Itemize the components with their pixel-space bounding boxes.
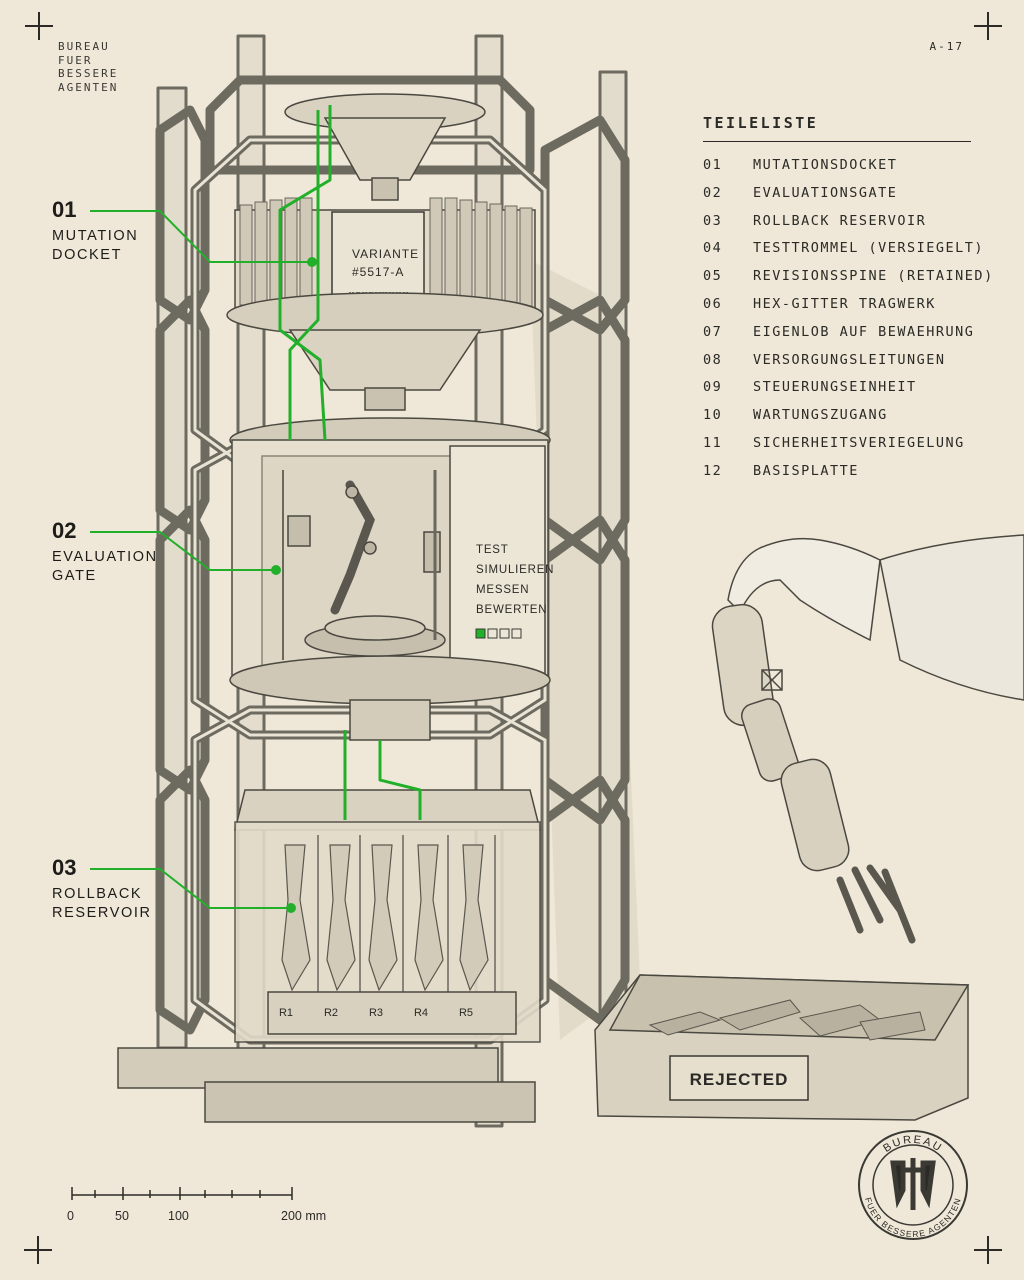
reservoir-slot-r5: R5 [459, 1007, 473, 1019]
list-item: 01 MUTATIONSDOCKET [703, 157, 994, 185]
gate-step-test: TEST [476, 544, 509, 556]
callout-number: 03 [52, 855, 77, 880]
list-item: 08 VERSORGUNGSLEITUNGEN [703, 352, 994, 380]
scale-tick-label: 100 [168, 1209, 189, 1223]
docket-label-line1: VARIANTE [352, 247, 419, 261]
callout-label: ROLLBACK [52, 886, 143, 902]
list-item: 07 EIGENLOB AUF BEWAEHRUNG [703, 324, 994, 352]
parts-list-title: TEILELISTE [703, 114, 819, 132]
crop-mark-top-left [25, 12, 53, 40]
list-item: 04 TESTTROMMEL (VERSIEGELT) [703, 240, 994, 268]
callout-dot-03 [286, 903, 296, 913]
part-number: 07 [703, 323, 723, 340]
list-item: 10 WARTUNGSZUGANG [703, 407, 994, 435]
part-number: 02 [703, 184, 723, 201]
scale-tick-label: 0 [67, 1209, 74, 1223]
callout-leaders [90, 210, 312, 909]
callout-02: 02 EVALUATION GATE [52, 518, 158, 586]
callout-number: 01 [52, 197, 77, 222]
part-number: 11 [703, 434, 723, 451]
reject-bin [594, 974, 970, 1121]
reservoir-slot-r3: R3 [369, 1007, 383, 1019]
part-number: 08 [703, 351, 723, 368]
part-label: EIGENLOB AUF BEWAEHRUNG [753, 323, 975, 340]
org-line: BUREAU [58, 40, 110, 53]
part-number: 12 [703, 462, 723, 479]
docket-label-line2: #5517-A [352, 265, 404, 279]
part-number: 01 [703, 157, 723, 173]
gate-progress-indicator [475, 628, 522, 639]
list-item: 11 SICHERHEITSVERIEGELUNG [703, 435, 994, 463]
progress-box-filled [475, 628, 486, 639]
callout-03: 03 ROLLBACK RESERVOIR [52, 855, 152, 923]
part-label: SICHERHEITSVERIEGELUNG [753, 434, 965, 451]
parts-list-divider [703, 141, 971, 142]
parts-list: 01 MUTATIONSDOCKET 02 EVALUATIONSGATE 03 RO… [703, 157, 994, 491]
progress-box-empty [499, 628, 510, 639]
gate-step-simulate: SIMULIEREN [476, 564, 554, 576]
part-label: STEUERUNGSEINHEIT [753, 379, 917, 396]
gate-step-evaluate: BEWERTEN [476, 604, 547, 616]
rollback-reservoir-module [117, 699, 541, 1123]
robotic-arm-illustration [711, 534, 1024, 944]
org-line: FUER [58, 53, 93, 67]
callout-label: MUTATION [52, 228, 139, 244]
seal-top-text: BUREAU [881, 1134, 945, 1155]
callout-dot-01 [307, 257, 317, 267]
callout-number: 02 [52, 518, 77, 543]
evaluation-gate-module [229, 417, 551, 705]
list-item: 06 HEX-GITTER TRAGWERK [703, 296, 994, 324]
part-number: 04 [703, 240, 723, 257]
reservoir-slot-r4: R4 [414, 1007, 428, 1019]
reservoir-slot-r2: R2 [324, 1007, 338, 1019]
callout-label: DOCKET [52, 247, 123, 263]
supply-lines [278, 105, 422, 820]
progress-box-empty [487, 628, 498, 639]
list-item: 03 ROLLBACK RESERVOIR [703, 213, 994, 241]
part-number: 05 [703, 268, 723, 285]
list-item: 12 BASISPLATTE [703, 463, 994, 491]
callout-label: GATE [52, 568, 97, 584]
crop-mark-bottom-right [974, 1236, 1002, 1264]
part-label: EVALUATIONSGATE [753, 184, 898, 201]
part-label: TESTTROMMEL (VERSIEGELT) [753, 240, 985, 257]
part-number: 06 [703, 295, 723, 312]
part-label: BASISPLATTE [753, 462, 859, 479]
org-line: BESSERE [58, 67, 119, 80]
callout-label: EVALUATION [52, 549, 158, 565]
reject-bin-label: REJECTED [690, 1070, 789, 1089]
sheet-number: A-17 [929, 40, 964, 53]
part-label: REVISIONSSPINE (RETAINED) [753, 268, 994, 285]
part-label: WARTUNGSZUGANG [753, 407, 888, 424]
callout-01: 01 MUTATION DOCKET [52, 197, 138, 265]
scale-bar [71, 1187, 293, 1200]
callout-label: RESERVOIR [52, 905, 152, 921]
progress-box-empty [511, 628, 522, 639]
crop-mark-bottom-left [24, 1236, 52, 1264]
bureau-seal [858, 1130, 968, 1240]
list-item: 05 REVISIONSSPINE (RETAINED) [703, 268, 994, 296]
mutation-docket-module [226, 93, 544, 411]
part-label: HEX-GITTER TRAGWERK [753, 295, 936, 312]
part-label: ROLLBACK RESERVOIR [753, 212, 927, 229]
reservoir-slot-r1: R1 [279, 1007, 293, 1019]
organization-name: BUREAU FUER BESSERE AGENTEN [58, 40, 118, 94]
part-number: 09 [703, 379, 723, 396]
part-label: MUTATIONSDOCKET [753, 157, 898, 173]
list-item: 09 STEUERUNGSEINHEIT [703, 379, 994, 407]
part-number: 03 [703, 212, 723, 229]
list-item: 02 EVALUATIONSGATE [703, 185, 994, 213]
gate-step-measure: MESSEN [476, 584, 529, 596]
part-label: VERSORGUNGSLEITUNGEN [753, 351, 946, 368]
scale-tick-label: 200 mm [281, 1209, 327, 1223]
org-line: AGENTEN [58, 80, 119, 94]
callout-dot-02 [271, 565, 281, 575]
scale-tick-label: 50 [115, 1209, 129, 1223]
crop-mark-top-right [974, 12, 1002, 40]
part-number: 10 [703, 407, 723, 424]
reservoir-slot-labels: R1 R2 R3 R4 R5 [279, 1007, 473, 1019]
